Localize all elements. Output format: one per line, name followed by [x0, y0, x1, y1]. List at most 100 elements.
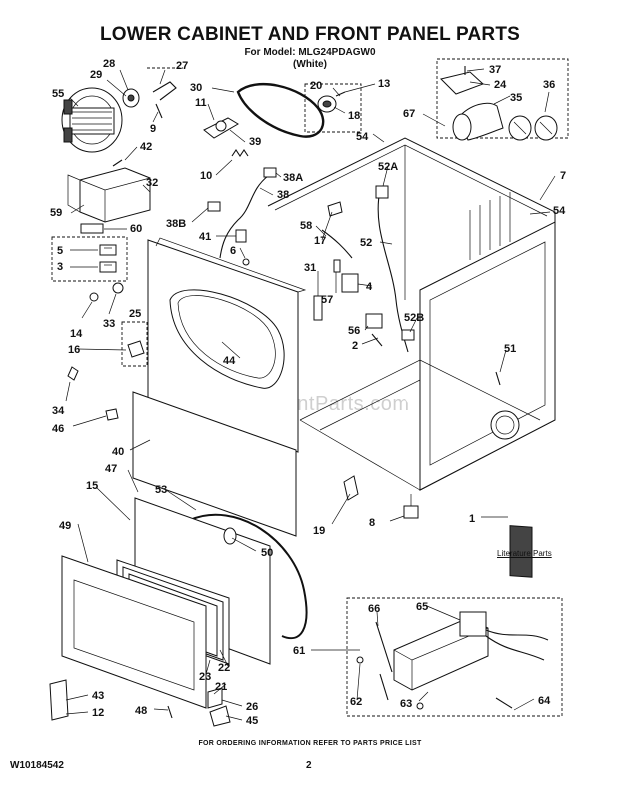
hinge-parts	[207, 687, 231, 727]
callout-21: 21	[215, 681, 227, 693]
exhaust-duct	[452, 102, 504, 141]
callout-50: 50	[261, 547, 273, 559]
callout-38A: 38A	[283, 172, 303, 184]
duct-clamps	[508, 115, 558, 141]
leveling-leg-8	[403, 494, 419, 519]
callout-66: 66	[368, 603, 380, 615]
callout-55: 55	[52, 88, 64, 100]
callout-59: 59	[50, 207, 62, 219]
page-title: LOWER CABINET AND FRONT PANEL PARTS	[99, 24, 521, 45]
callout-62: 62	[350, 696, 362, 708]
callout-5: 5	[57, 245, 63, 257]
drive-belt	[236, 83, 325, 138]
callout-12: 12	[92, 707, 104, 719]
screw-51	[495, 371, 501, 386]
outer-door-49	[61, 555, 207, 709]
clip-46	[105, 408, 119, 421]
door-seal-53	[189, 513, 308, 640]
color-line: (White)	[293, 59, 327, 70]
hinge-43	[49, 679, 69, 721]
callout-1: 1	[469, 513, 475, 525]
door-strike-50	[223, 527, 237, 545]
burner-assembly	[356, 611, 549, 710]
drive-motor	[61, 87, 123, 153]
cabinet	[267, 137, 556, 491]
callout-48: 48	[135, 705, 147, 717]
callout-25: 25	[129, 308, 141, 320]
callout-45: 45	[246, 715, 258, 727]
callout-47: 47	[105, 463, 117, 475]
callout-37: 37	[489, 64, 501, 76]
callout-32: 32	[146, 177, 158, 189]
callout-16: 16	[68, 344, 80, 356]
callout-54-right: 54	[553, 205, 566, 217]
leader-lines	[65, 68, 556, 721]
callout-31: 31	[304, 262, 316, 274]
literature-parts-icon	[509, 525, 533, 578]
group-box-25-16	[121, 321, 148, 367]
callout-8: 8	[369, 517, 375, 529]
callout-38: 38	[277, 189, 289, 201]
thermostat-4	[341, 273, 359, 293]
callout-64: 64	[538, 695, 551, 707]
callout-28: 28	[103, 58, 115, 70]
thermal-fuse-56	[365, 313, 383, 329]
callout-23: 23	[199, 671, 211, 683]
callout-30: 30	[190, 82, 202, 94]
group-box-burner	[346, 597, 563, 717]
wire-harness-38	[219, 175, 269, 259]
connector-52A	[375, 185, 389, 199]
callout-7: 7	[560, 170, 566, 182]
wire-2	[371, 333, 383, 347]
callout-6: 6	[230, 245, 236, 257]
callout-58: 58	[300, 220, 312, 232]
blower-wheel-shaft	[155, 103, 163, 119]
callout-33: 33	[103, 318, 115, 330]
motor-pulley	[122, 88, 140, 108]
toe-panel-40	[132, 391, 297, 537]
ordering-note: FOR ORDERING INFORMATION REFER TO PARTS …	[198, 740, 422, 747]
screw-57	[333, 259, 341, 273]
idler-spring-10	[231, 149, 249, 157]
callout-10: 10	[200, 170, 212, 182]
motor-mount	[67, 167, 151, 223]
callout-39: 39	[249, 136, 261, 148]
callout-3: 3	[57, 261, 63, 273]
callout-19: 19	[313, 525, 325, 537]
callout-65: 65	[416, 601, 428, 613]
document-number: W10184542	[10, 760, 64, 771]
callout-27: 27	[176, 60, 188, 72]
callout-52A: 52A	[378, 161, 398, 173]
callout-63: 63	[400, 698, 412, 710]
callout-42: 42	[140, 141, 152, 153]
connector-38A	[263, 167, 277, 178]
callout-52B: 52B	[404, 312, 424, 324]
callout-61: 61	[293, 645, 305, 657]
callout-51: 51	[504, 343, 516, 355]
callout-35: 35	[510, 92, 522, 104]
callout-56: 56	[348, 325, 360, 337]
door-switch	[99, 244, 117, 273]
screw-14	[89, 292, 99, 302]
connector-52B	[401, 329, 415, 341]
callout-49: 49	[59, 520, 71, 532]
callout-41: 41	[199, 231, 211, 243]
callout-43: 43	[92, 690, 104, 702]
model-line: For Model: MLG24PDAGW0	[244, 47, 376, 58]
clip-34	[67, 366, 79, 381]
idler-pulley	[317, 91, 346, 113]
callout-53: 53	[155, 484, 167, 496]
callout-34: 34	[52, 405, 65, 417]
label-60	[80, 223, 104, 234]
callout-67: 67	[403, 108, 415, 120]
callout-4: 4	[366, 281, 373, 293]
callout-36: 36	[543, 79, 555, 91]
callout-29: 29	[90, 69, 102, 81]
latch-16	[127, 340, 145, 358]
callout-15: 15	[86, 480, 98, 492]
literature-parts-label: Literature Parts	[497, 549, 552, 558]
group-box-5-3	[51, 236, 128, 282]
callout-46: 46	[52, 423, 64, 435]
callout-11: 11	[195, 97, 207, 109]
screw-42	[112, 159, 123, 167]
